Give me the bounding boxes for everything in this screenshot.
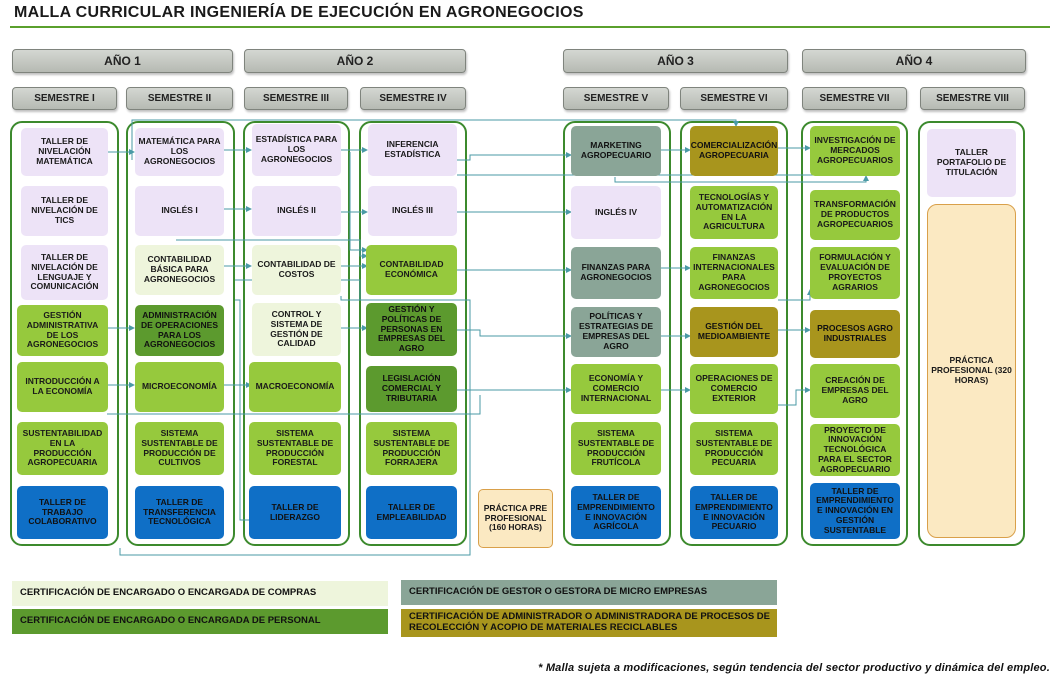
course-gestion-administrativa[interactable]: GESTIÓN ADMINISTRATIVA DE LOS AGRONEGOCI… (17, 305, 108, 356)
course-sistema-fruticola[interactable]: SISTEMA SUSTENTABLE DE PRODUCCIÓN FRUTÍC… (571, 422, 661, 475)
course-ingles-1[interactable]: INGLÉS I (135, 186, 224, 236)
legend-certificacion-gestor: CERTIFICACIÓN DE GESTOR O GESTORA DE MIC… (401, 580, 777, 605)
course-investigacion-mercados[interactable]: INVESTIGACIÓN DE MERCADOS AGROPECUARIOS (810, 126, 900, 176)
course-taller-emprendimiento-agricola[interactable]: TALLER DE EMPRENDIMIENTO E INNOVACIÓN AG… (571, 486, 661, 539)
title-underline (10, 26, 1050, 28)
legend-certificacion-administrador: CERTIFICACIÓN DE ADMINISTRADOR O ADMINIS… (401, 609, 777, 637)
course-sistema-cultivos[interactable]: SISTEMA SUSTENTABLE DE PRODUCCIÓN DE CUL… (135, 422, 224, 475)
footnote: * Malla sujeta a modificaciones, según t… (538, 662, 1050, 674)
course-ingles-4[interactable]: INGLÉS IV (571, 186, 661, 239)
course-sistema-forrajera[interactable]: SISTEMA SUSTENTABLE DE PRODUCCIÓN FORRAJ… (366, 422, 457, 475)
year-4-header: AÑO 4 (802, 49, 1026, 73)
course-taller-portafolio[interactable]: TALLER PORTAFOLIO DE TITULACIÓN (927, 129, 1016, 197)
course-transformacion-productos[interactable]: TRANSFORMACIÓN DE PRODUCTOS AGROPECUARIO… (810, 190, 900, 240)
course-taller-emprendimiento-gestion[interactable]: TALLER DE EMPRENDIMIENTO E INNOVACIÓN EN… (810, 483, 900, 539)
semester-7-header: SEMESTRE VII (802, 87, 907, 110)
page-title: MALLA CURRICULAR INGENIERÍA DE EJECUCIÓN… (14, 4, 584, 21)
course-contabilidad-costos[interactable]: CONTABILIDAD DE COSTOS (252, 245, 341, 295)
course-formulacion-evaluacion[interactable]: FORMULACIÓN Y EVALUACIÓN DE PROYECTOS AG… (810, 247, 900, 299)
course-matematica-agronegocios[interactable]: MATEMÁTICA PARA LOS AGRONEGOCIOS (135, 128, 224, 176)
course-finanzas-internacionales[interactable]: FINANZAS INTERNACIONALES PARA AGRONEGOCI… (690, 247, 778, 299)
connector-intro-macro-long (107, 395, 481, 415)
course-administracion-operaciones[interactable]: ADMINISTRACIÓN DE OPERACIONES PARA LOS A… (135, 305, 224, 356)
course-creacion-empresas[interactable]: CREACIÓN DE EMPRESAS DEL AGRO (810, 364, 900, 418)
course-practica-pre-profesional[interactable]: PRÁCTICA PRE PROFESIONAL (160 HORAS) (478, 489, 553, 548)
course-politicas-estrategias[interactable]: POLÍTICAS Y ESTRATEGIAS DE EMPRESAS DEL … (571, 307, 661, 357)
connector-math-to-stats-long (131, 119, 739, 160)
connector-marketing-to-invmerc (614, 175, 869, 183)
course-taller-liderazgo[interactable]: TALLER DE LIDERAZGO (249, 486, 341, 539)
course-tecnologias-automatizacion[interactable]: TECNOLOGÍAS Y AUTOMATIZACIÓN EN LA AGRIC… (690, 186, 778, 239)
course-macroeconomia[interactable]: MACROECONOMÍA (249, 362, 341, 412)
course-proyecto-innovacion[interactable]: PROYECTO DE INNOVACIÓN TECNOLÓGICA PARA … (810, 424, 900, 476)
course-taller-empleabilidad[interactable]: TALLER DE EMPLEABILIDAD (366, 486, 457, 539)
year-2-header: AÑO 2 (244, 49, 466, 73)
connector-opcomext-to-creacion (778, 387, 811, 406)
course-sistema-forestal[interactable]: SISTEMA SUSTENTABLE DE PRODUCCIÓN FOREST… (249, 422, 341, 475)
semester-4-header: SEMESTRE IV (360, 87, 466, 110)
course-ingles-3[interactable]: INGLÉS III (368, 186, 457, 236)
course-taller-emprendimiento-pecuario[interactable]: TALLER DE EMPRENDIMIENTO E INNOVACIÓN PE… (690, 486, 778, 539)
semester-8-header: SEMESTRE VIII (920, 87, 1025, 110)
semester-6-header: SEMESTRE VI (680, 87, 788, 110)
semester-3-header: SEMESTRE III (244, 87, 348, 110)
course-taller-nivelacion-lenguaje[interactable]: TALLER DE NIVELACIÓN DE LENGUAJE Y COMUN… (21, 245, 108, 300)
connector-gestion-to-control (119, 296, 471, 556)
year-1-header: AÑO 1 (12, 49, 233, 73)
connector-personas-to-politicas (457, 329, 572, 339)
legend-certificacion-compras: CERTIFICACIÓN DE ENCARGADO O ENCARGADA D… (12, 581, 388, 606)
course-control-gestion-calidad[interactable]: CONTROL Y SISTEMA DE GESTIÓN DE CALIDAD (252, 303, 341, 356)
course-procesos-agroindustriales[interactable]: PROCESOS AGRO INDUSTRIALES (810, 310, 900, 358)
course-inferencia-estadistica[interactable]: INFERENCIA ESTADÍSTICA (368, 124, 457, 176)
course-sistema-pecuaria[interactable]: SISTEMA SUSTENTABLE DE PRODUCCIÓN PECUAR… (690, 422, 778, 475)
year-3-header: AÑO 3 (563, 49, 788, 73)
course-ingles-2[interactable]: INGLÉS II (252, 186, 341, 236)
course-taller-nivelacion-matematica[interactable]: TALLER DE NIVELACIÓN MATEMÁTICA (21, 128, 108, 176)
course-marketing-agropecuario[interactable]: MARKETING AGROPECUARIO (571, 126, 661, 176)
connector-stats-down (349, 152, 368, 253)
legend-certificacion-personal: CERTIFICACIÓN DE ENCARGADO O ENCARGADA D… (12, 609, 388, 634)
course-practica-profesional[interactable]: PRÁCTICA PROFESIONAL (320 HORAS) (927, 204, 1016, 538)
course-legislacion-comercial[interactable]: LEGISLACIÓN COMERCIAL Y TRIBUTARIA (366, 366, 457, 412)
course-sustentabilidad-produccion[interactable]: SUSTENTABILIDAD EN LA PRODUCCIÓN AGROPEC… (17, 422, 108, 475)
course-economia-comercio-internacional[interactable]: ECONOMÍA Y COMERCIO INTERNACIONAL (571, 364, 661, 414)
semester-5-header: SEMESTRE V (563, 87, 669, 110)
course-comercializacion-agropecuaria[interactable]: COMERCIALIZACIÓN AGROPECUARIA (690, 126, 778, 176)
connector-fininter-to-formulacion (778, 289, 813, 301)
course-microeconomia[interactable]: MICROECONOMÍA (135, 362, 224, 412)
course-operaciones-comercio-exterior[interactable]: OPERACIONES DE COMERCIO EXTERIOR (690, 364, 778, 414)
connector-inferencia-to-marketing (457, 152, 572, 161)
connector-contab-to-economica (176, 239, 368, 259)
course-taller-transferencia[interactable]: TALLER DE TRANSFERENCIA TECNOLÓGICA (135, 486, 224, 539)
semester-1-header: SEMESTRE I (12, 87, 117, 110)
course-gestion-politicas-personas[interactable]: GESTIÓN Y POLÍTICAS DE PERSONAS EN EMPRE… (366, 303, 457, 356)
course-finanzas-agronegocios[interactable]: FINANZAS PARA AGRONEGOCIOS (571, 247, 661, 299)
course-taller-nivelacion-tics[interactable]: TALLER DE NIVELACIÓN DE TICS (21, 186, 108, 236)
course-taller-trabajo-colaborativo[interactable]: TALLER DE TRABAJO COLABORATIVO (17, 486, 108, 539)
course-contabilidad-basica[interactable]: CONTABILIDAD BÁSICA PARA AGRONEGOCIOS (135, 245, 224, 295)
semester-2-header: SEMESTRE II (126, 87, 233, 110)
course-introduccion-economia[interactable]: INTRODUCCIÓN A LA ECONOMÍA (17, 362, 108, 412)
course-estadistica-agronegocios[interactable]: ESTADÍSTICA PARA LOS AGRONEGOCIOS (252, 124, 341, 176)
course-contabilidad-economica[interactable]: CONTABILIDAD ECONÓMICA (366, 245, 457, 295)
course-gestion-medioambiente[interactable]: GESTIÓN DEL MEDIOAMBIENTE (690, 307, 778, 357)
